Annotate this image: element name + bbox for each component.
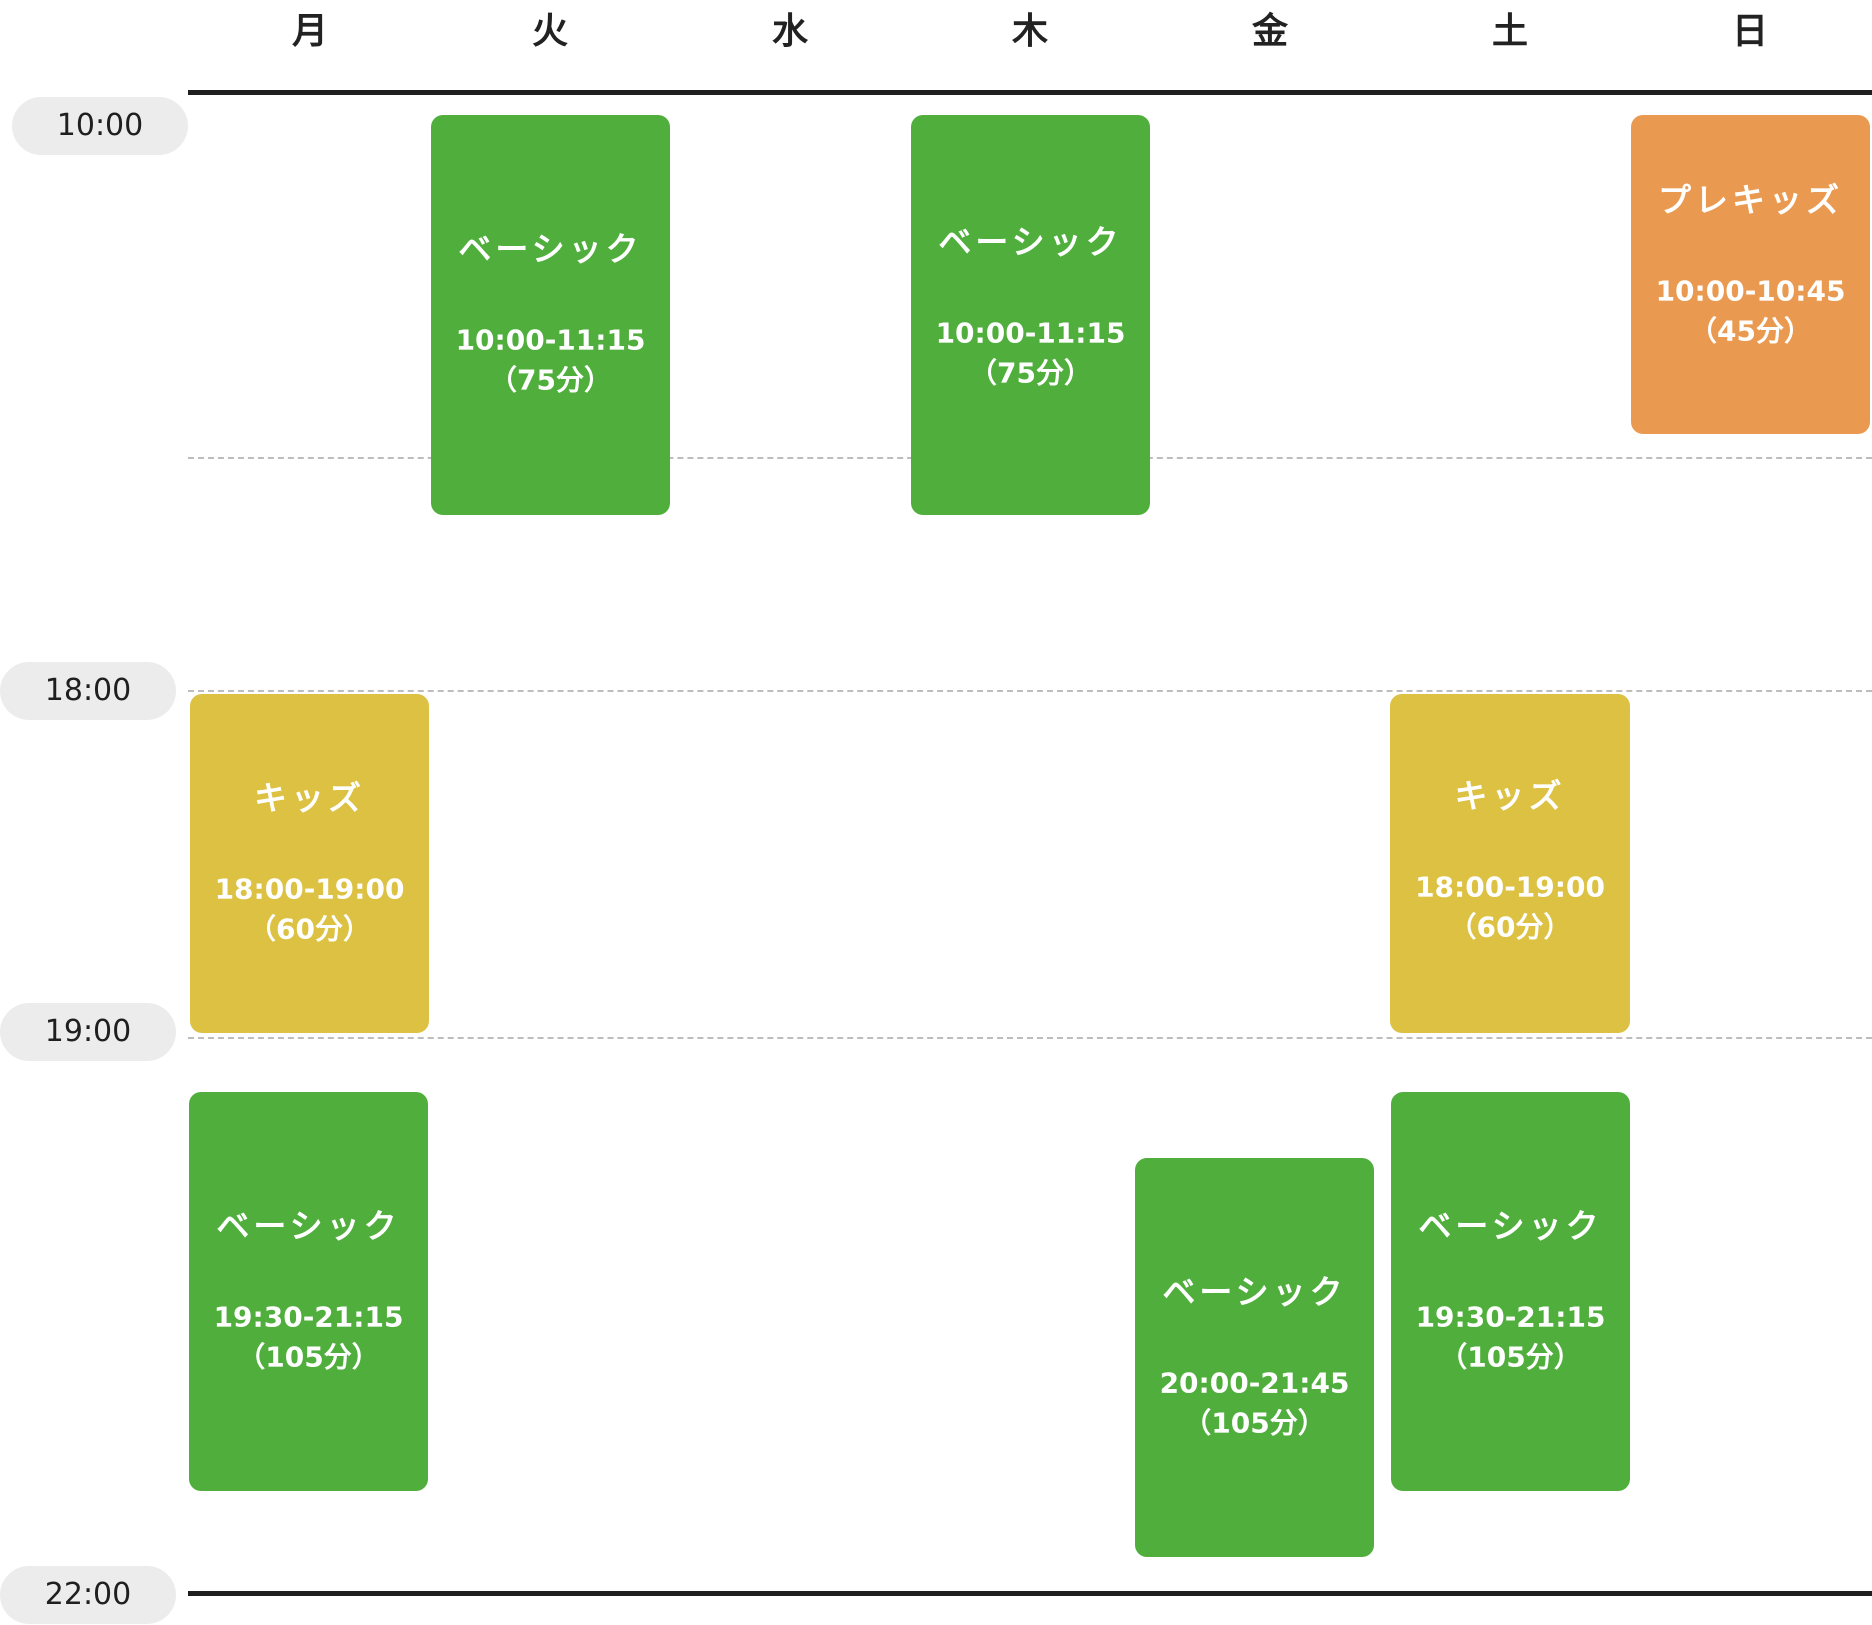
class-name: ベーシック xyxy=(216,1205,401,1245)
day-header-wed: 水 xyxy=(771,11,808,52)
class-duration: （60分） xyxy=(248,911,371,945)
class-name: キッズ xyxy=(1454,776,1566,816)
day-header-fri: 金 xyxy=(1251,11,1288,52)
class-block[interactable]: ベーシック 10:00-11:15 （75分） xyxy=(431,115,670,515)
class-block[interactable]: プレキッズ 10:00-10:45 （45分） xyxy=(1631,115,1870,434)
class-duration: （105分） xyxy=(1183,1405,1326,1439)
class-block-content: ベーシック 19:30-21:15 （105分） xyxy=(189,1199,428,1377)
class-block[interactable]: キッズ 18:00-19:00 （60分） xyxy=(190,694,429,1033)
class-block[interactable]: キッズ 18:00-19:00 （60分） xyxy=(1390,694,1630,1033)
class-duration: （75分） xyxy=(489,363,612,397)
class-block-content: プレキッズ 10:00-10:45 （45分） xyxy=(1631,173,1870,351)
class-time-range: 10:00-11:15 xyxy=(935,316,1126,350)
class-time-range: 18:00-19:00 xyxy=(1415,870,1605,904)
day-header-sun: 日 xyxy=(1731,11,1768,52)
class-time-range: 19:30-21:15 xyxy=(213,1299,404,1333)
class-name: ベーシック xyxy=(938,222,1123,262)
class-block[interactable]: ベーシック 19:30-21:15 （105分） xyxy=(189,1092,428,1491)
class-block-content: キッズ 18:00-19:00 （60分） xyxy=(1390,769,1630,947)
class-time-range: 19:30-21:15 xyxy=(1415,1299,1606,1333)
time-label: 10:00 xyxy=(12,97,188,155)
grid-line-dashed xyxy=(188,1037,1872,1039)
day-header-thu: 木 xyxy=(1011,11,1048,52)
class-duration: （60分） xyxy=(1448,910,1572,944)
class-block-content: ベーシック 10:00-11:15 （75分） xyxy=(911,215,1150,393)
day-header-tue: 火 xyxy=(531,11,568,52)
class-time-range: 18:00-19:00 xyxy=(214,871,405,905)
class-block[interactable]: ベーシック 20:00-21:45 （105分） xyxy=(1135,1158,1374,1557)
class-block-content: ベーシック 19:30-21:15 （105分） xyxy=(1391,1199,1630,1377)
class-time-range: 10:00-10:45 xyxy=(1655,274,1846,308)
day-header-mon: 月 xyxy=(291,11,328,52)
class-duration: （105分） xyxy=(237,1339,380,1373)
day-header-sat: 土 xyxy=(1491,11,1528,52)
class-name: キッズ xyxy=(254,777,365,817)
class-block[interactable]: ベーシック 10:00-11:15 （75分） xyxy=(911,115,1150,515)
class-block-content: ベーシック 20:00-21:45 （105分） xyxy=(1135,1265,1374,1443)
class-duration: （45分） xyxy=(1689,314,1812,348)
time-label: 19:00 xyxy=(0,1003,176,1061)
grid-line-dashed xyxy=(188,690,1872,692)
class-duration: （75分） xyxy=(969,356,1092,390)
class-name: ベーシック xyxy=(1162,1271,1347,1311)
grid-line-bottom xyxy=(188,1591,1872,1596)
class-time-range: 10:00-11:15 xyxy=(455,323,646,357)
class-time-range: 20:00-21:45 xyxy=(1159,1365,1350,1399)
class-block-content: キッズ 18:00-19:00 （60分） xyxy=(190,771,429,949)
grid-line-top xyxy=(188,90,1872,95)
class-name: ベーシック xyxy=(458,229,643,269)
class-duration: （105分） xyxy=(1439,1339,1582,1373)
class-name: ベーシック xyxy=(1418,1205,1603,1245)
class-block-content: ベーシック 10:00-11:15 （75分） xyxy=(431,222,670,400)
time-label: 18:00 xyxy=(0,662,176,720)
class-name: プレキッズ xyxy=(1658,180,1843,220)
class-block[interactable]: ベーシック 19:30-21:15 （105分） xyxy=(1391,1092,1630,1491)
time-label: 22:00 xyxy=(0,1566,176,1624)
